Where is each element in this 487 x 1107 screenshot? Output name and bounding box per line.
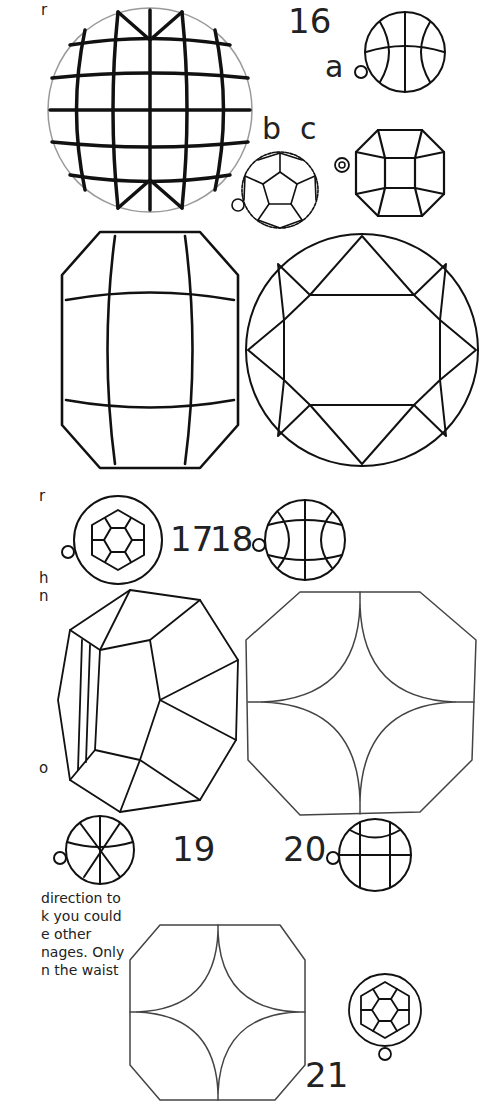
bead-top-view bbox=[246, 592, 476, 815]
bead-16 bbox=[48, 8, 252, 212]
text-fragment: k you could bbox=[40, 908, 123, 924]
bead-17 bbox=[62, 496, 162, 584]
figure-letter: a bbox=[325, 50, 343, 85]
bead-side-view bbox=[58, 590, 238, 812]
bead-21 bbox=[349, 974, 421, 1060]
bead-19 bbox=[54, 816, 134, 884]
figure-number: 20 bbox=[283, 830, 326, 869]
text-fragment: direction to bbox=[40, 890, 122, 906]
figure-number: 16 bbox=[288, 2, 331, 41]
text-fragment: r bbox=[38, 488, 46, 505]
figure-number: 19 bbox=[172, 830, 215, 869]
figure-number: 18 bbox=[210, 520, 253, 559]
bead-top-view bbox=[130, 925, 305, 1100]
text-fragment: r bbox=[40, 2, 48, 19]
text-fragment: e other bbox=[40, 926, 92, 942]
bead-c bbox=[335, 130, 444, 216]
text-fragment: nages. Only bbox=[40, 944, 125, 960]
figure-number: 17 bbox=[170, 520, 213, 559]
text-fragment: o bbox=[38, 760, 49, 777]
figure-letter: b bbox=[262, 112, 281, 147]
bead-octagon-view bbox=[62, 232, 238, 468]
figure-number: 21 bbox=[305, 1056, 348, 1095]
bead-18 bbox=[253, 500, 345, 580]
bead-b bbox=[232, 152, 318, 228]
text-fragment: h bbox=[38, 570, 50, 587]
text-fragment: n bbox=[38, 588, 50, 605]
text-fragment: n the waist bbox=[40, 962, 119, 978]
figure-letter: c bbox=[300, 112, 317, 147]
bead-a bbox=[355, 12, 445, 92]
bead-20 bbox=[327, 819, 411, 891]
bead-round-view bbox=[246, 234, 478, 466]
